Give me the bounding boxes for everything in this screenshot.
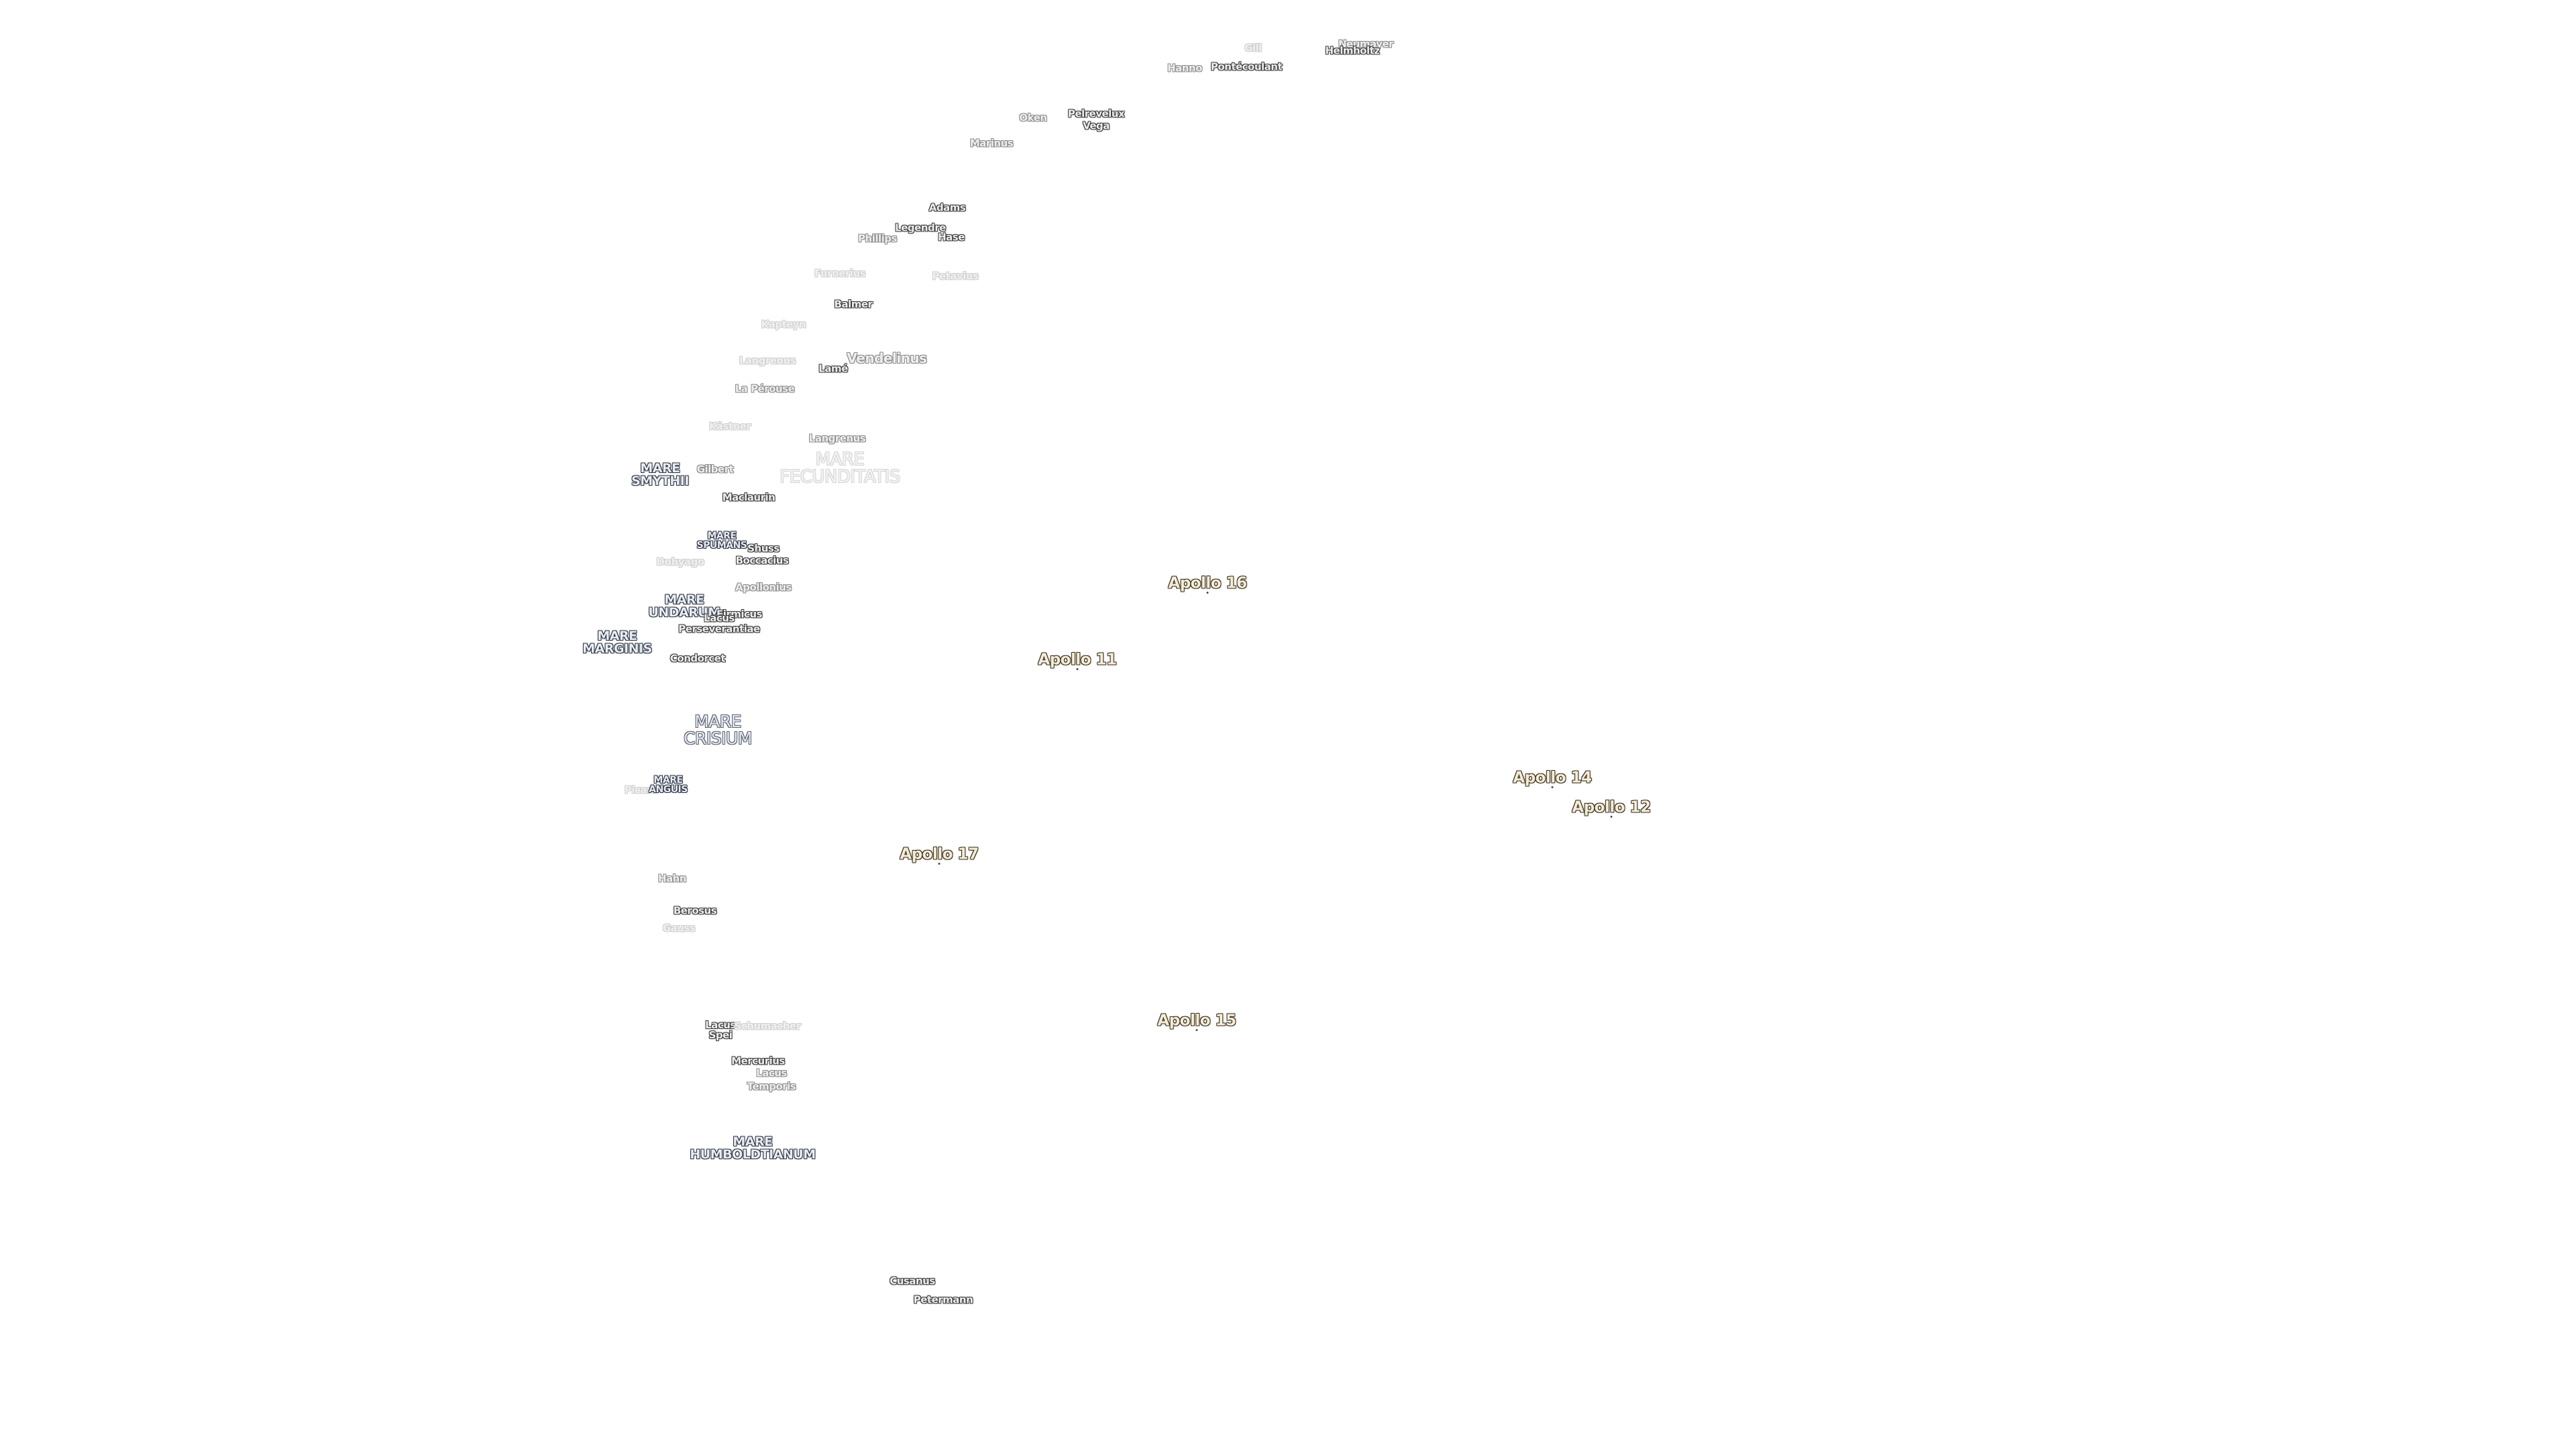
crater-label-petavius: Petavius <box>932 270 979 282</box>
crater-label-phillips: Phillips <box>858 232 897 245</box>
crater-label-vega: Vega <box>1083 119 1110 132</box>
apollo-landing-marker[interactable] <box>1206 592 1209 594</box>
crater-label-langrenus: Langrenus <box>808 432 866 445</box>
crater-label-picard: Picard <box>624 784 659 796</box>
crater-label-adams: Adams <box>928 201 966 214</box>
apollo-site-apollo-11[interactable]: Apollo 11 <box>1038 651 1117 669</box>
crater-label-apollonius: Apollonius <box>735 581 792 594</box>
crater-label-furnerius: Furnerius <box>814 267 866 280</box>
crater-label-perseverantiae: Perseverantiae <box>678 623 760 635</box>
apollo-landing-marker[interactable] <box>938 863 941 865</box>
mare-label-mare-anguis: MARE ANGUIS <box>649 775 688 795</box>
crater-label-berosus: Berosus <box>673 904 717 917</box>
mare-label-mare-undarum: MARE UNDARUM <box>648 592 720 620</box>
mare-label-mare-crisium: MARE CRISIUM <box>684 712 752 748</box>
apollo-landing-marker[interactable] <box>1076 668 1079 670</box>
crater-label-helmholtz: Helmholtz <box>1325 44 1380 57</box>
crater-label-gill: Gill <box>1244 42 1262 54</box>
crater-label-hase: Hase <box>938 231 965 244</box>
apollo-site-apollo-14[interactable]: Apollo 14 <box>1513 769 1592 787</box>
crater-label-kastner: Kästner <box>708 420 751 433</box>
crater-label-gauss: Gauss <box>662 922 696 934</box>
crater-label-vendelinus: Vendelinus <box>847 350 927 366</box>
crater-label-firmicus: Firmicus <box>716 608 763 621</box>
mare-label-mare-marginis: MARE MARGINIS <box>582 629 652 656</box>
crater-label-hahn: Hahn <box>657 872 687 885</box>
crater-label-lame: Lamé <box>818 362 848 375</box>
crater-label-dubyago: Dubyago <box>656 555 704 568</box>
crater-label-la-perouse: La Pérouse <box>735 382 795 395</box>
crater-label-oken: Oken <box>1019 111 1047 124</box>
crater-label-cusanus: Cusanus <box>890 1275 935 1287</box>
crater-label-boccacius: Boccacius <box>735 554 789 567</box>
mare-label-mare-smythii: MARE SMYTHII <box>631 461 689 488</box>
apollo-site-apollo-16[interactable]: Apollo 16 <box>1168 574 1247 592</box>
crater-label-pontecoulant: Pontécoulant <box>1210 60 1283 73</box>
crater-label-balmer: Balmer <box>834 298 873 311</box>
crater-label-lacus-spei: Lacus Spei <box>705 1019 736 1041</box>
apollo-landing-marker[interactable] <box>1610 816 1613 818</box>
crater-label-lacus: Lacus <box>756 1067 787 1079</box>
crater-label-schumacher: Schumacher <box>734 1020 801 1032</box>
crater-label-gilbert: Gilbert <box>696 463 734 476</box>
mare-label-mare-humboldtianum: MARE HUMBOLDTIANUM <box>690 1134 816 1162</box>
crater-label-temporis: Temporis <box>747 1080 796 1093</box>
apollo-site-apollo-12[interactable]: Apollo 12 <box>1572 798 1651 816</box>
mare-label-mare-spumans: MARE SPUMANS <box>696 531 747 551</box>
apollo-site-apollo-15[interactable]: Apollo 15 <box>1157 1012 1236 1030</box>
apollo-landing-marker[interactable] <box>1551 786 1554 788</box>
crater-label-pelrevelux: Pelrevelux <box>1067 107 1125 120</box>
crater-label-mercurius: Mercurius <box>731 1055 785 1067</box>
apollo-site-apollo-17[interactable]: Apollo 17 <box>900 845 979 863</box>
crater-label-petermann: Petermann <box>913 1293 973 1306</box>
crater-label-neumayer: Neumayer <box>1338 38 1394 50</box>
crater-label-langrenus: Langrenus <box>739 354 796 367</box>
crater-label-condorcet: Condorcet <box>669 652 726 665</box>
mare-label-mare-fecunditatis: MARE FECUNDITATIS <box>780 449 900 487</box>
crater-label-legendre: Legendre <box>895 221 946 234</box>
crater-label-hanno: Hanno <box>1167 62 1202 74</box>
crater-label-lacus: Lacus <box>704 612 735 625</box>
apollo-landing-marker[interactable] <box>1195 1029 1198 1031</box>
crater-label-marinus: Marinus <box>969 137 1014 150</box>
crater-label-shuss: Shuss <box>747 542 780 555</box>
crater-label-kapteyn: Kapteyn <box>761 318 806 331</box>
crater-label-maclaurin: Maclaurin <box>722 491 775 504</box>
